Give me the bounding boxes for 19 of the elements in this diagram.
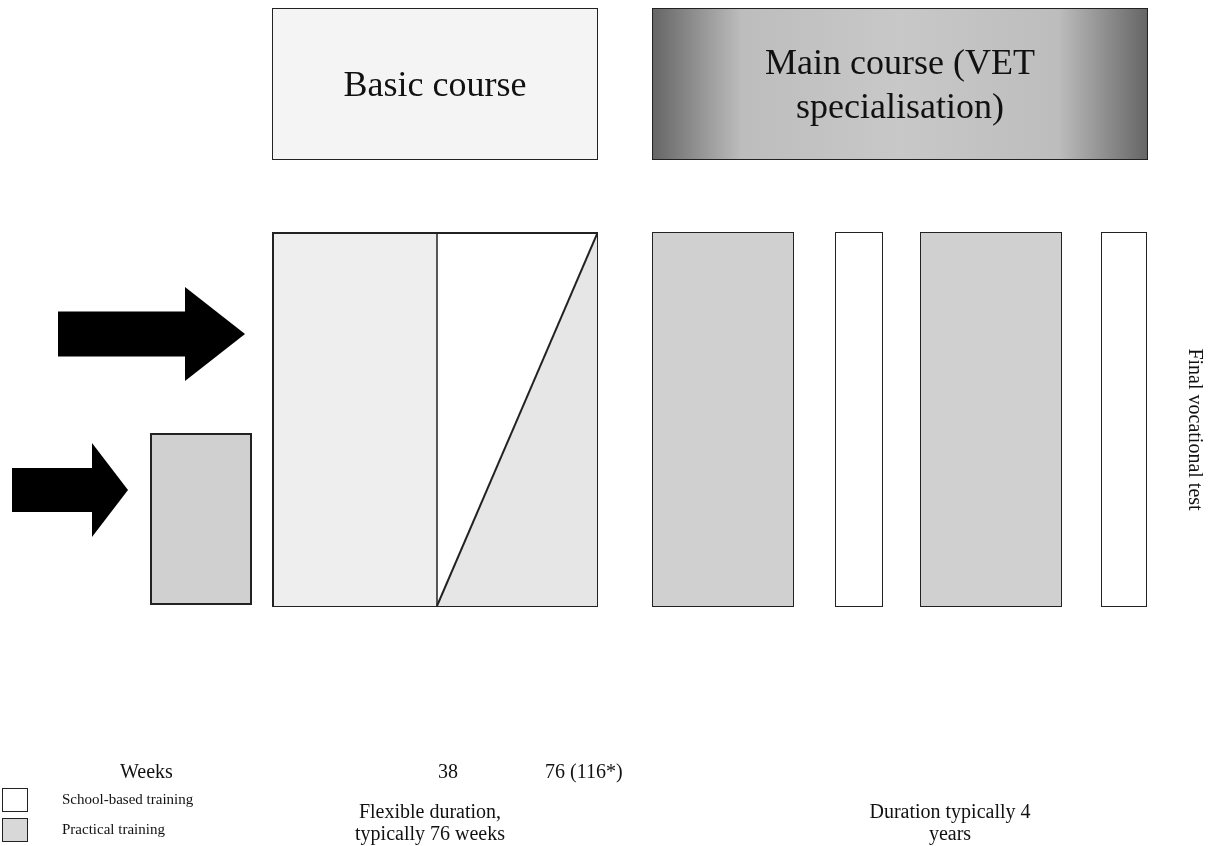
course-box xyxy=(272,8,598,160)
vertical-label: Final vocational test xyxy=(1183,347,1207,513)
duration-note: Duration typically 4 years xyxy=(868,800,1032,844)
course-box xyxy=(652,8,1148,160)
training-bar xyxy=(1101,232,1147,607)
week-number: 76 (116*) xyxy=(545,760,623,783)
training-bar xyxy=(652,232,794,607)
legend-label: Practical training xyxy=(62,821,165,838)
training-bar xyxy=(920,232,1062,607)
block-arrow xyxy=(58,287,245,381)
week-number: 38 xyxy=(438,760,458,783)
axis-label: Weeks xyxy=(120,760,173,783)
course-title: Basic course xyxy=(342,63,528,106)
block-arrow xyxy=(12,443,128,537)
course-title: Main course (VET specialisation) xyxy=(764,41,1036,128)
boxed-panel xyxy=(150,433,252,605)
duration-note: Flexible duration, typically 76 weeks xyxy=(354,800,506,844)
training-bar xyxy=(835,232,883,607)
legend-label: School-based training xyxy=(62,791,194,808)
